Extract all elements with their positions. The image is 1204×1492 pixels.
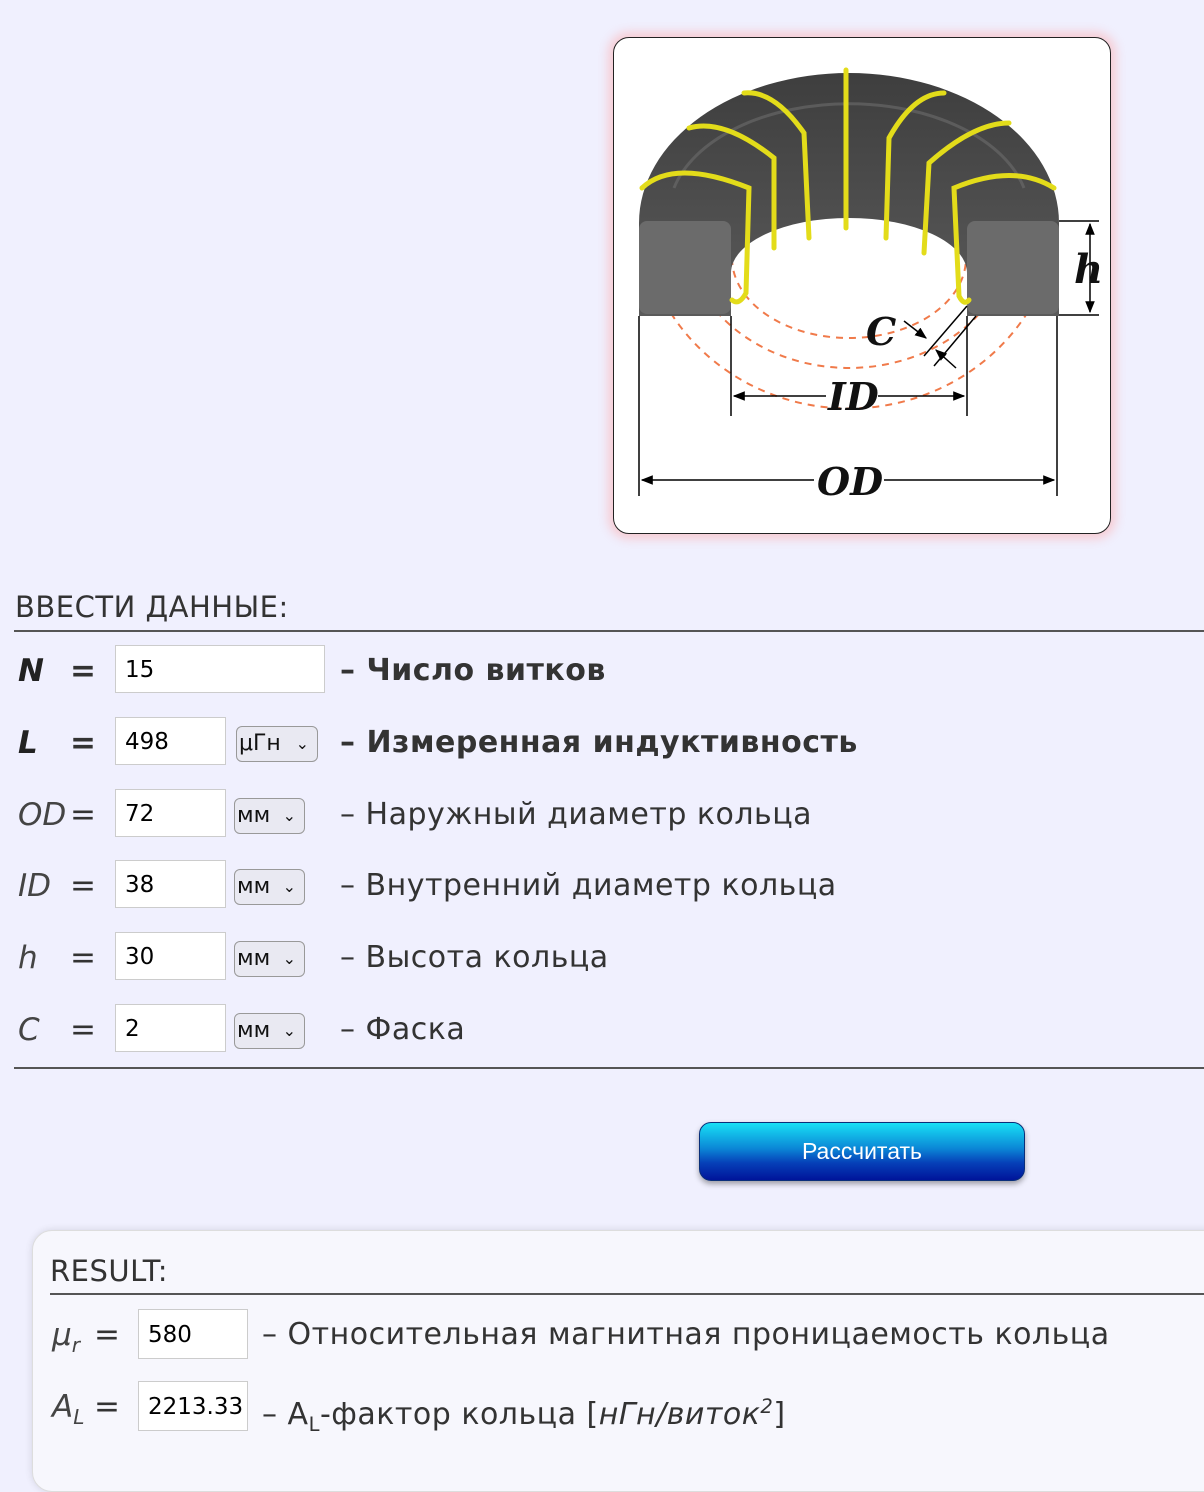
chamfer-description: – Фаска (340, 1012, 466, 1047)
input-heading: ВВЕСТИ ДАННЫЕ: (15, 590, 289, 624)
h-label: h (1074, 246, 1103, 293)
inner-diameter-unit-value: мм (237, 874, 271, 899)
chevron-down-icon: ⌄ (282, 877, 296, 896)
turns-description: – Число витков (340, 653, 606, 688)
symbol-od: OD (18, 797, 67, 833)
height-input[interactable]: 30 (115, 932, 226, 980)
chamfer-unit-select[interactable]: мм ⌄ (234, 1013, 305, 1049)
inductance-unit-select[interactable]: μГн ⌄ (236, 726, 318, 762)
c-label: C (866, 309, 896, 354)
equals-sign: = (70, 868, 96, 904)
equals-sign: = (70, 797, 96, 833)
inner-diameter-unit-select[interactable]: мм ⌄ (234, 869, 305, 905)
symbol-mu: μr (52, 1317, 81, 1358)
symbol-id: ID (18, 868, 52, 904)
row-inductance: L = 498 μГн ⌄ – Измеренная индуктивность (0, 717, 1204, 769)
toroid-diagram: h C ID OD (613, 37, 1111, 534)
outer-diameter-description: – Наружный диаметр кольца (340, 797, 813, 832)
chevron-down-icon: ⌄ (295, 734, 309, 753)
permeability-description: – Относительная магнитная проницаемость … (262, 1317, 1110, 1352)
outer-diameter-unit-select[interactable]: мм ⌄ (234, 798, 305, 834)
turns-input[interactable]: 15 (115, 645, 325, 693)
inner-diameter-input[interactable]: 38 (115, 860, 226, 908)
chamfer-unit-value: мм (237, 1018, 271, 1043)
equals-sign: = (70, 725, 96, 761)
symbol-h: h (18, 940, 38, 976)
symbol-al: AL (52, 1389, 85, 1430)
outer-diameter-input[interactable]: 72 (115, 789, 226, 837)
equals-sign: = (94, 1317, 120, 1353)
id-label: ID (827, 374, 879, 419)
input-top-divider (14, 630, 1204, 632)
toroid-illustration: h C ID OD (638, 67, 1103, 504)
row-turns: N = 15 – Число витков (0, 645, 1204, 697)
row-height: h = 30 мм ⌄ – Высота кольца (0, 932, 1204, 984)
inductance-input[interactable]: 498 (115, 717, 226, 765)
row-inner-diameter: ID = 38 мм ⌄ – Внутренний диаметр кольца (0, 860, 1204, 912)
result-heading: RESULT: (50, 1254, 169, 1288)
input-bottom-divider (14, 1067, 1204, 1069)
inner-diameter-description: – Внутренний диаметр кольца (340, 868, 837, 903)
od-label: OD (817, 459, 883, 504)
result-divider (50, 1293, 1204, 1295)
chevron-down-icon: ⌄ (282, 1021, 296, 1040)
row-chamfer: C = 2 мм ⌄ – Фаска (0, 1004, 1204, 1056)
calculate-button[interactable]: Рассчитать (699, 1122, 1025, 1181)
chevron-down-icon: ⌄ (282, 949, 296, 968)
inductance-unit-value: μГн (239, 731, 281, 756)
chamfer-input[interactable]: 2 (115, 1004, 226, 1052)
al-factor-output: 2213.33 (138, 1381, 248, 1431)
equals-sign: = (94, 1389, 120, 1425)
result-row-permeability: μr = 580 – Относительная магнитная прони… (0, 1309, 1204, 1361)
result-panel (32, 1230, 1204, 1492)
height-unit-select[interactable]: мм ⌄ (234, 941, 305, 977)
equals-sign: = (70, 653, 96, 689)
row-outer-diameter: OD = 72 мм ⌄ – Наружный диаметр кольца (0, 789, 1204, 841)
symbol-l: L (18, 725, 38, 761)
outer-diameter-unit-value: мм (237, 803, 271, 828)
height-description: – Высота кольца (340, 940, 609, 975)
chevron-down-icon: ⌄ (282, 806, 296, 825)
height-unit-value: мм (237, 946, 271, 971)
inductance-description: – Измеренная индуктивность (340, 725, 858, 760)
symbol-n: N (18, 653, 44, 689)
permeability-output: 580 (138, 1309, 248, 1359)
result-row-al-factor: AL = 2213.33 – AL-фактор кольца [нГн/вит… (0, 1381, 1204, 1436)
equals-sign: = (70, 940, 96, 976)
equals-sign: = (70, 1012, 96, 1048)
al-factor-description: – AL-фактор кольца [нГн/виток2] (262, 1395, 786, 1436)
symbol-c: C (18, 1012, 40, 1048)
